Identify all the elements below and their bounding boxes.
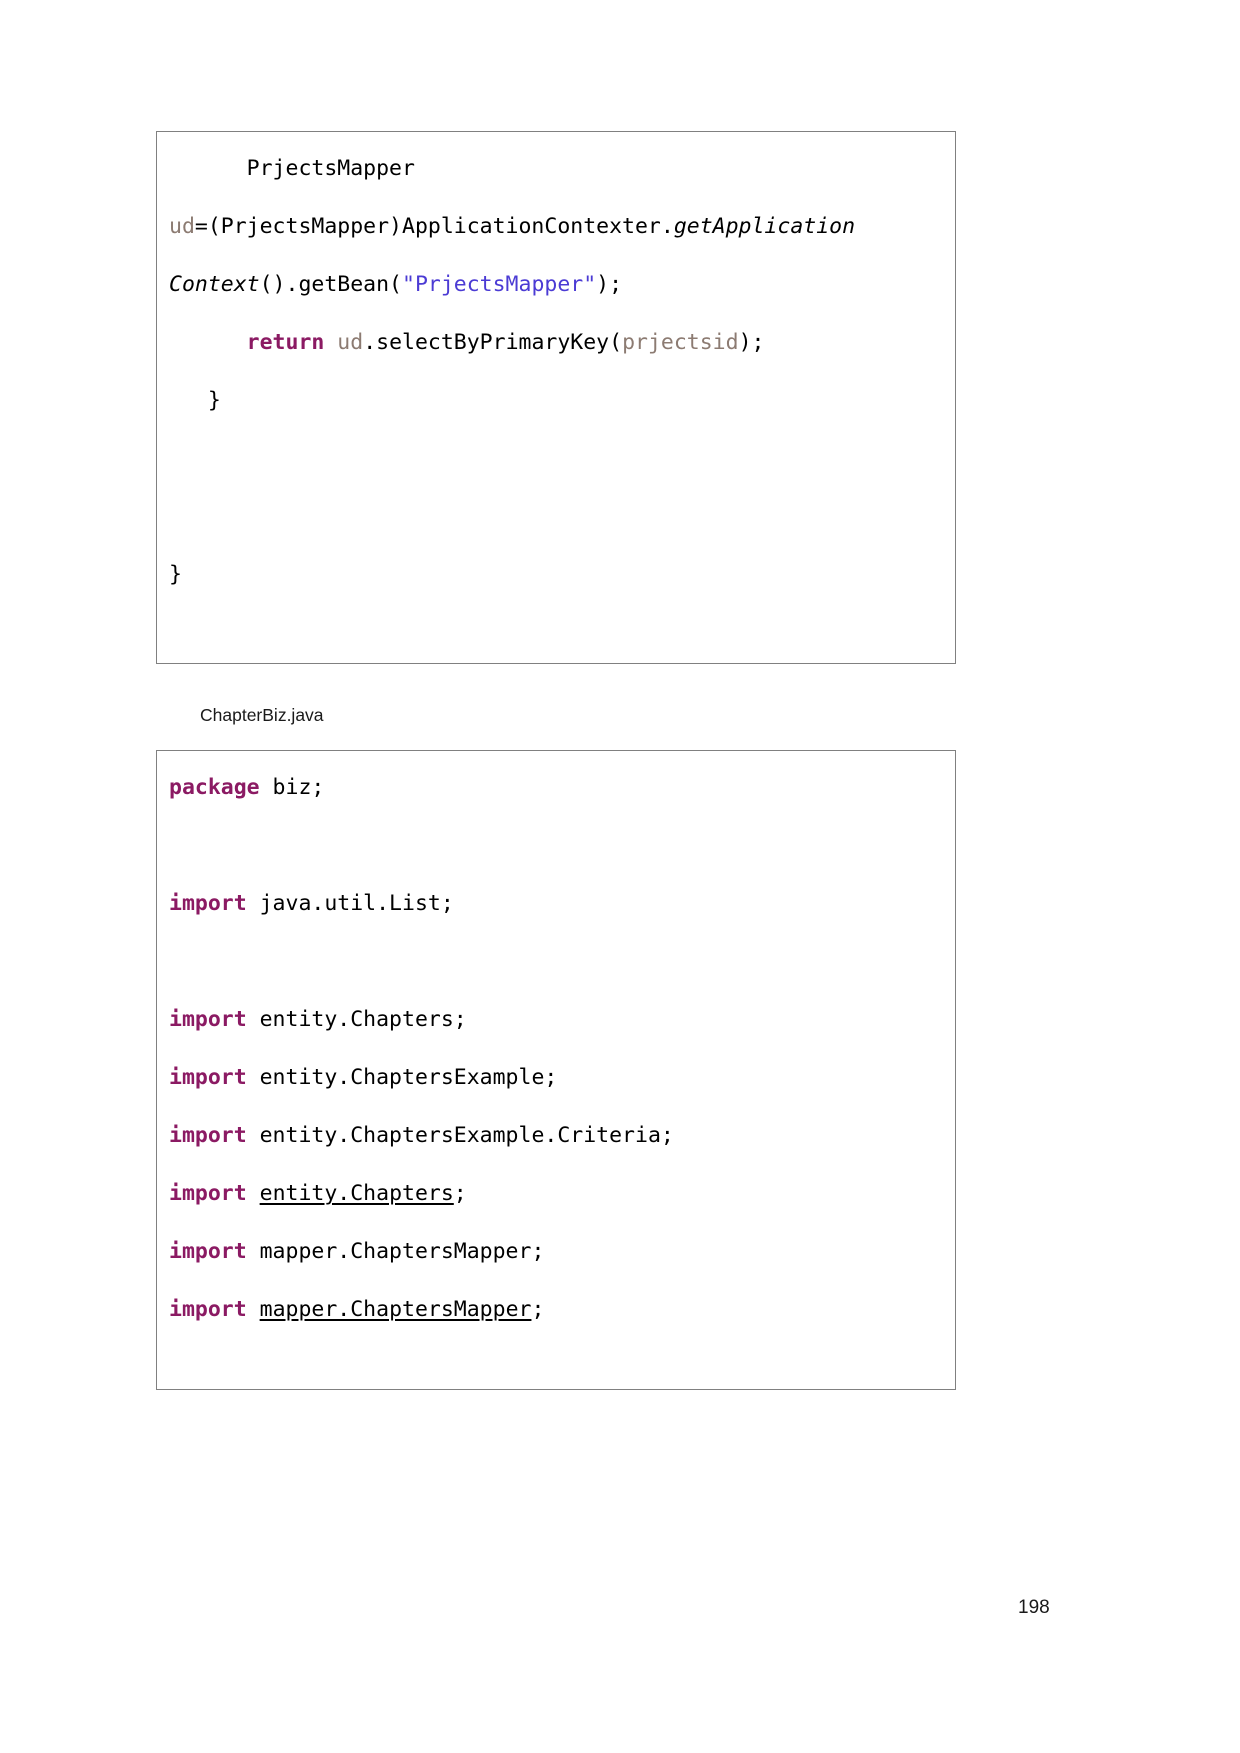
code-token-tail: ); (738, 330, 765, 355)
code-token-method-italic-cont: Context (169, 272, 260, 297)
code-token-semicolon: ; (453, 1181, 467, 1206)
code-token-keyword-package: package (169, 775, 260, 800)
figure-caption-chapterbiz: ChapterBiz.java (200, 705, 324, 725)
code-token-brace: } (207, 388, 221, 413)
code-token-getbean: ().getBean( (259, 272, 402, 297)
code-line-import-list: import java.util.List; (169, 893, 454, 915)
code-line-import-criteria: import entity.ChaptersExample.Criteria; (169, 1125, 674, 1147)
code-token-brace-close: } (169, 562, 182, 587)
code-token-method-call: .selectByPrimaryKey( (363, 330, 623, 355)
code-line-import-chapters-example: import entity.ChaptersExample; (169, 1067, 557, 1089)
code-token-package-name: biz; (259, 775, 325, 800)
code-line-blank-2 (169, 951, 182, 973)
code-token-keyword-import: import (169, 1065, 247, 1090)
code-token-import-path: java.util.List; (246, 891, 454, 916)
code-token-variable-ud: ud (337, 330, 364, 355)
code-token-string: "PrjectsMapper" (402, 272, 597, 297)
code-token-space (247, 1297, 260, 1322)
code-token-import-path: entity.ChaptersExample; (246, 1065, 558, 1090)
code-token-import-path: entity.Chapters; (246, 1007, 467, 1032)
code-token-keyword-import: import (169, 1239, 247, 1264)
code-token-variable: ud (169, 214, 195, 239)
code-line-7-blank (169, 506, 182, 528)
code-line-import-chapters: import entity.Chapters; (169, 1009, 467, 1031)
code-token-argument: prjectsid (622, 330, 739, 355)
code-line-2: ud=(PrjectsMapper)ApplicationContexter.g… (169, 216, 855, 238)
code-token-indent (169, 388, 208, 413)
code-token-keyword-import: import (169, 891, 247, 916)
code-token-space (324, 330, 337, 355)
code-token-import-path: mapper.ChaptersMapper; (246, 1239, 545, 1264)
code-line-import-chapters-underlined: import entity.Chapters; (169, 1183, 467, 1205)
code-token-indent (169, 330, 247, 355)
code-line-4: return ud.selectByPrimaryKey(prjectsid); (169, 330, 765, 355)
code-token-import-path-underlined: entity.Chapters (259, 1181, 454, 1206)
code-token-indent (169, 156, 247, 181)
code-line-blank-1 (169, 835, 182, 857)
code-token-keyword-import: import (169, 1123, 247, 1148)
code-token-tail: ); (596, 272, 623, 297)
code-token-type: PrjectsMapper (246, 156, 415, 181)
code-line-8: } (169, 564, 182, 586)
code-token-import-path-underlined: mapper.ChaptersMapper (259, 1297, 532, 1322)
code-line-6-blank (169, 448, 182, 470)
code-block-projects-mapper: PrjectsMapper ud=(PrjectsMapper)Applicat… (156, 131, 956, 664)
code-line-5: } (169, 390, 221, 412)
code-line-package: package biz; (169, 777, 324, 799)
code-token-keyword-import: import (169, 1181, 247, 1206)
code-token-space (247, 1181, 260, 1206)
code-token-semicolon: ; (531, 1297, 545, 1322)
code-token-cast: =(PrjectsMapper)ApplicationContexter. (194, 214, 674, 239)
code-line-1: PrjectsMapper (169, 158, 415, 180)
code-token-keyword-import: import (169, 1297, 247, 1322)
code-token-keyword-import: import (169, 1007, 247, 1032)
code-line-import-mapper-underlined: import mapper.ChaptersMapper; (169, 1299, 544, 1321)
code-token-import-path: entity.ChaptersExample.Criteria; (246, 1123, 674, 1148)
code-token-keyword-return: return (246, 330, 325, 355)
code-line-import-mapper: import mapper.ChaptersMapper; (169, 1241, 544, 1263)
code-line-3: Context().getBean("PrjectsMapper"); (169, 274, 622, 296)
code-token-method-italic: getApplication (673, 214, 856, 239)
code-block-chapterbiz: package biz; import java.util.List; impo… (156, 750, 956, 1390)
page-number: 198 (1018, 1597, 1050, 1618)
